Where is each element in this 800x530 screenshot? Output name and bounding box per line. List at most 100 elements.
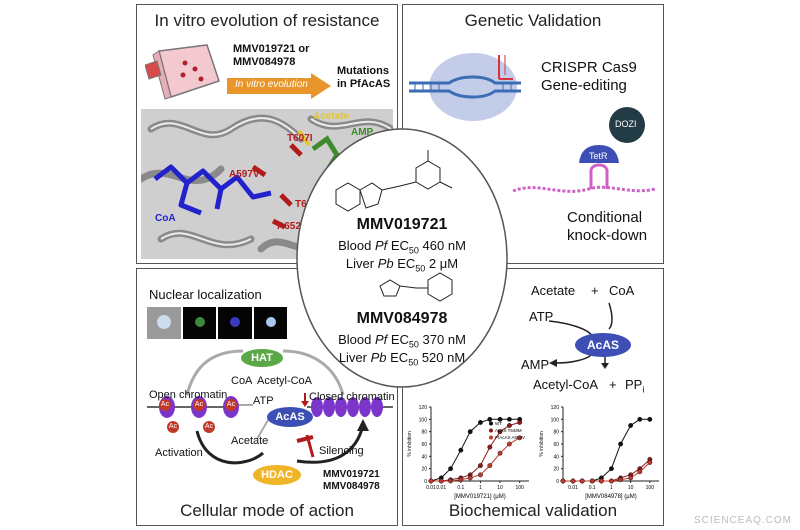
- evolution-arrow-icon: [227, 73, 331, 99]
- compound2-blood-ec: EC: [387, 332, 409, 347]
- x-tick-label: 100: [515, 485, 524, 491]
- hdac-node: HDAC: [253, 465, 301, 485]
- open-chromatin-label: Open chromatin: [149, 389, 228, 401]
- acetyl-mark: Ac: [167, 421, 179, 433]
- amp-label: AMP: [521, 357, 550, 372]
- compound1-blood-prefix: Blood: [338, 238, 375, 253]
- mutation-a597v-label: A597V: [229, 169, 260, 180]
- data-point: [647, 460, 653, 465]
- y-tick-label: 80: [553, 430, 559, 436]
- mutation-a652st-label: A652S/T: [277, 221, 317, 232]
- ppi-label: PPi: [625, 377, 644, 395]
- compound1-liver-species: Pb: [377, 256, 394, 271]
- data-point: [599, 478, 604, 484]
- culture-flask-icon: [145, 44, 220, 100]
- y-tick-label: 60: [421, 442, 427, 448]
- y-tick-label: 40: [421, 454, 427, 460]
- center-compound-summary: MMV019721 Blood Pf EC50 460 nM Liver Pb …: [296, 128, 508, 388]
- mutation-t607i-label: T607I: [287, 133, 313, 144]
- y-tick-label: 20: [553, 467, 559, 473]
- x-axis-label: [MMV019721] (μM): [454, 494, 505, 500]
- compound2-blood-ec50: Blood Pf EC50 370 nM: [296, 332, 508, 350]
- y-tick-label: 0: [424, 479, 427, 485]
- x-tick-label: 0.1: [457, 485, 464, 491]
- y-tick-label: 120: [551, 405, 560, 411]
- crispr-label-line2: Gene-editing: [541, 77, 627, 94]
- x-tick-label: 0.01: [568, 485, 578, 491]
- compound2-liver-value: 520 nM: [418, 350, 466, 365]
- data-point: [637, 416, 643, 422]
- compound2-liver-prefix: Liver: [338, 350, 371, 365]
- panel-cellular-mode-of-action: Cellular mode of action Nuclear localiza…: [136, 268, 398, 526]
- data-point: [609, 478, 614, 484]
- y-axis-label: % inhibition: [539, 431, 545, 457]
- x-tick-label: 0.1: [589, 485, 596, 491]
- data-point: [467, 429, 473, 435]
- y-tick-label: 20: [421, 467, 427, 473]
- compound1-blood-value: 460 nM: [418, 238, 466, 253]
- x-tick-label: 10: [497, 485, 503, 491]
- legend-label: PfAcAS A597V: [495, 435, 525, 440]
- amp-label: AMP: [351, 127, 374, 138]
- compound1-blood-ec: EC: [387, 238, 409, 253]
- coa-label: CoA: [155, 213, 176, 224]
- compound2-blood-prefix: Blood: [338, 332, 375, 347]
- data-point: [487, 416, 493, 422]
- x-tick-label: 1: [479, 485, 482, 491]
- compound2-blood-value: 370 nM: [418, 332, 466, 347]
- data-point: [637, 469, 643, 475]
- data-point: [497, 416, 503, 422]
- compound2-liver-species: Pb: [370, 350, 387, 365]
- y-tick-label: 60: [553, 442, 559, 448]
- acetyl-mark: Ac: [203, 421, 215, 433]
- compound1-liver-sub: 50: [415, 263, 426, 274]
- compound2-liver-sub: 50: [408, 357, 419, 368]
- y-tick-label: 40: [553, 454, 559, 460]
- crispr-label-line1: CRISPR Cas9: [541, 59, 637, 76]
- data-point: [448, 466, 453, 472]
- dozi-label: DOZI: [615, 119, 637, 129]
- acetate-label: Acetate: [531, 283, 576, 298]
- series-line: [431, 437, 520, 482]
- compound1-liver-ec50: Liver Pb EC50 2 μM: [296, 256, 508, 274]
- legend-label: ALAS T648M: [495, 428, 522, 433]
- compound2-blood-species: Pf: [374, 332, 388, 347]
- x-tick-label: 10: [628, 485, 634, 491]
- data-point: [487, 463, 493, 468]
- legend-marker: [489, 421, 493, 426]
- acetyl-coa-label: Acetyl-CoA: [257, 375, 313, 387]
- microscopy-panel-green: [182, 307, 216, 339]
- y-tick-label: 0: [556, 479, 559, 485]
- atp-label: ATP: [529, 309, 554, 324]
- microscopy-image-strip: [147, 307, 287, 339]
- knockdown-label-line2: knock-down: [567, 227, 648, 244]
- acetate-label: Acetate: [313, 111, 350, 122]
- y-tick-label: 100: [419, 417, 428, 423]
- acetate-label: Acetate: [231, 435, 269, 447]
- panel-in-vitro-evolution: In vitro evolution of resistance MMV0197…: [136, 4, 398, 264]
- acetyl-mark: Ac: [193, 399, 205, 411]
- data-point: [507, 416, 512, 422]
- series-line: [430, 418, 520, 482]
- acas-node: AcAS: [575, 333, 631, 357]
- data-point: [467, 475, 473, 481]
- compound2-liver-ec: EC: [386, 350, 409, 365]
- data-point: [438, 478, 444, 484]
- compound1-liver-prefix: Liver: [345, 256, 378, 271]
- data-point: [589, 478, 595, 484]
- closed-chromatin-label: Closed chromatin: [309, 391, 395, 403]
- acetyl-mark: Ac: [159, 399, 171, 411]
- data-point: [507, 441, 512, 447]
- data-point: [478, 463, 483, 468]
- data-point: [570, 478, 576, 484]
- mutations-label-line1: Mutations: [337, 65, 389, 77]
- cas9-dna-icon: [409, 53, 521, 121]
- data-point: [647, 416, 653, 422]
- data-point: [458, 477, 464, 483]
- acas-node: AcAS: [267, 407, 313, 427]
- x-tick-label: 100: [646, 485, 655, 491]
- mutations-label-line2: in PfAcAS: [337, 78, 391, 90]
- data-point: [579, 478, 585, 484]
- x-axis-label: [MMV084978] (μM): [585, 494, 636, 500]
